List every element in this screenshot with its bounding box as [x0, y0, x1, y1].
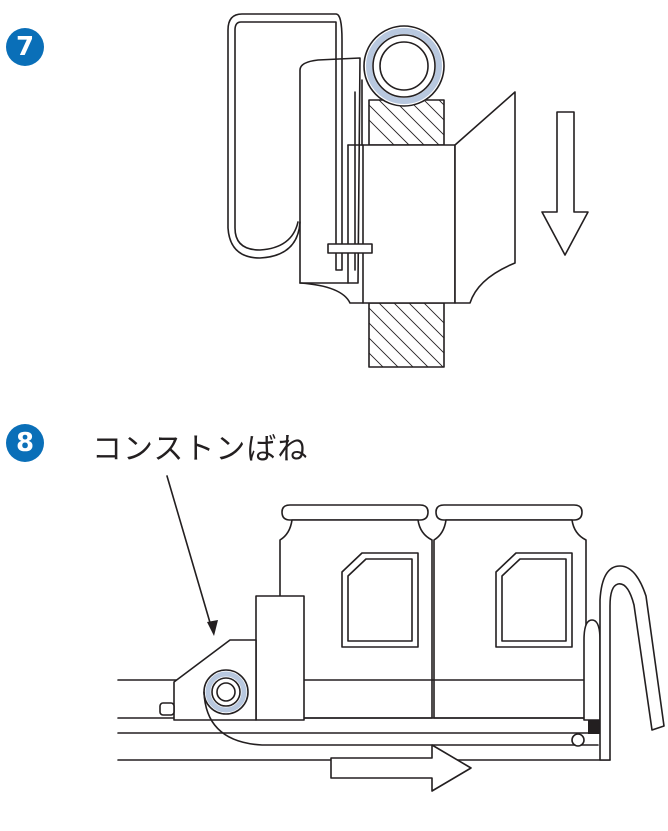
hook-wire: [227, 13, 343, 271]
step-8-badge: 8: [6, 424, 44, 462]
spring-coil-top: [363, 25, 445, 107]
leader-arrowhead: [207, 620, 218, 636]
stopper-knob: [159, 702, 175, 716]
spring-tape: [354, 79, 363, 271]
bracket-body: [299, 57, 516, 304]
end-guide: [571, 565, 665, 761]
right-arrow-icon: [330, 744, 472, 792]
spring-band: [203, 691, 599, 746]
constant-spring-label: コンストンばね: [92, 432, 309, 467]
step-7-illustration: [227, 13, 589, 368]
down-arrow-icon: [541, 111, 589, 256]
bottle-right: [433, 504, 587, 719]
leader-arrow-icon: [166, 475, 212, 627]
step-8-illustration: [117, 475, 665, 792]
pin: [327, 243, 373, 254]
spring-coil-bottom: [203, 669, 249, 715]
hatched-block-bottom: [368, 302, 445, 368]
pusher-block: [255, 595, 305, 721]
step-7-badge: 7: [6, 28, 44, 66]
bottle-left: [279, 504, 433, 719]
